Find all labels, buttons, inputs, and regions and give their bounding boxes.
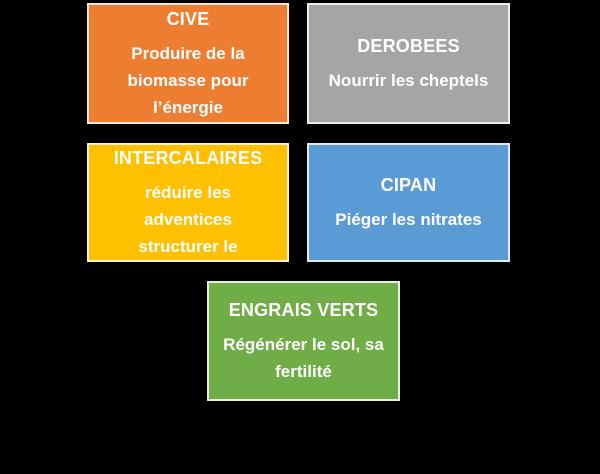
card-cive-title: CIVE [166, 9, 210, 29]
card-derobees-title: DEROBEES [357, 36, 460, 56]
card-cipan-body: Piéger les nitrates [335, 210, 482, 229]
card-engrais-verts-title: ENGRAIS VERTS [228, 300, 379, 320]
card-cive: CIVE Produire de la biomasse pour l’éner… [87, 3, 289, 124]
card-intercalaires-body: réduire les adventices structurer le [138, 183, 238, 256]
card-engrais-verts: ENGRAIS VERTS Régénérer le sol, sa ferti… [207, 281, 400, 401]
card-intercalaires: INTERCALAIRES réduire les adventices str… [87, 143, 289, 262]
card-derobees: DEROBEES Nourrir les cheptels [307, 3, 510, 124]
card-engrais-verts-body: Régénérer le sol, sa fertilité [223, 335, 384, 381]
card-cive-body: Produire de la biomasse pour l’énergie [127, 44, 249, 117]
card-derobees-body: Nourrir les cheptels [328, 71, 489, 90]
card-cipan: CIPAN Piéger les nitrates [307, 143, 510, 262]
card-cipan-title: CIPAN [380, 175, 437, 195]
card-intercalaires-title: INTERCALAIRES [113, 148, 263, 168]
